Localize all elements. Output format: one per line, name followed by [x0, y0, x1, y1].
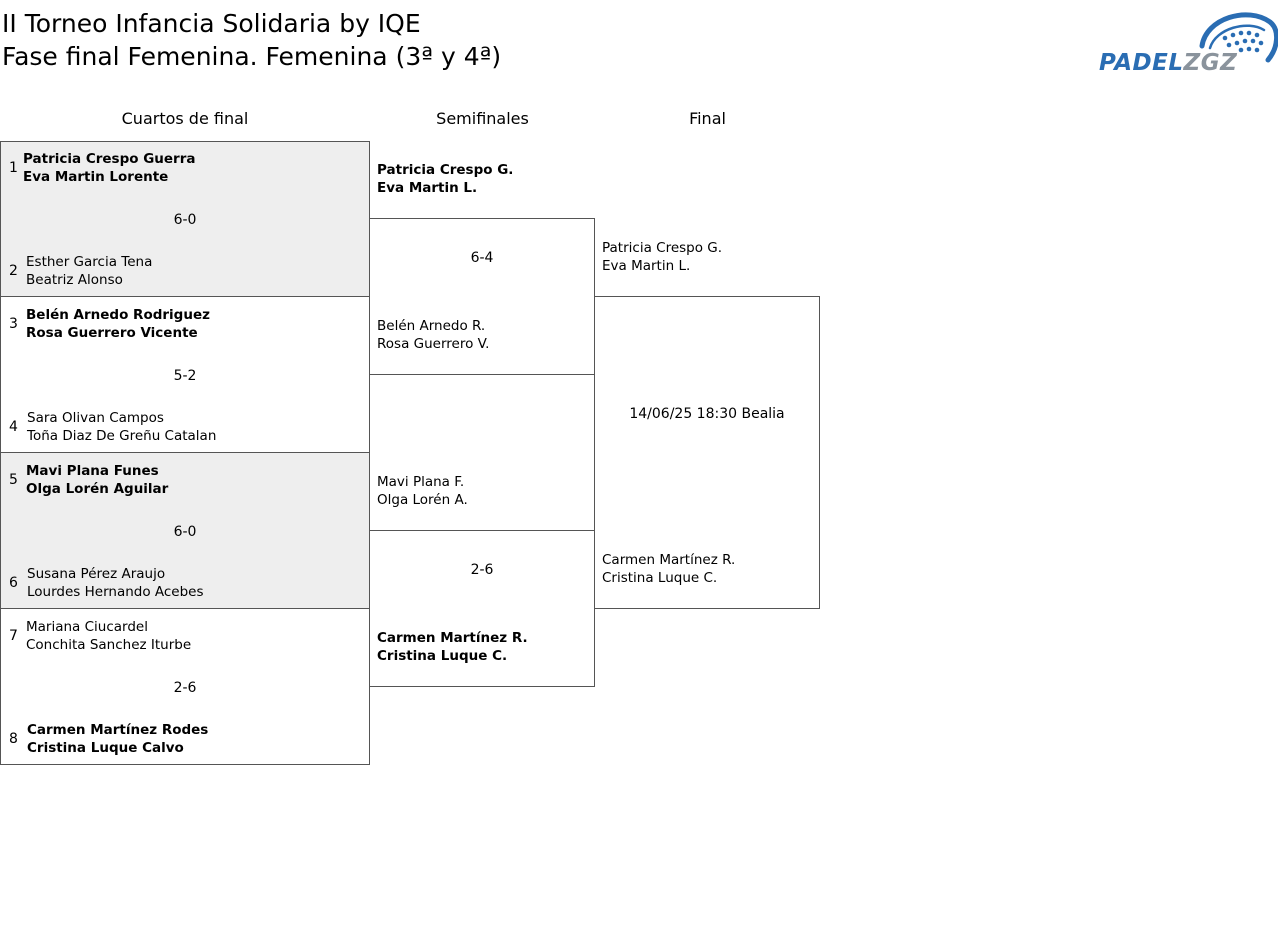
player-name: Eva Martin Lorente	[23, 169, 169, 185]
player-name: Carmen Martínez R.	[602, 552, 736, 568]
player-name: Conchita Sanchez Iturbe	[26, 637, 192, 653]
player-name: Lourdes Hernando Acebes	[27, 584, 204, 600]
match-score: 6-0	[173, 212, 197, 228]
tournament-title: II Torneo Infancia Solidaria by IQE	[2, 9, 421, 38]
team-pair-winner[interactable]: Belén Arnedo Rodriguez Rosa Guerrero Vic…	[26, 306, 210, 342]
match-score: 6-4	[470, 250, 494, 266]
final-match: 14/06/25 18:30 Bealia Carmen Martínez R.…	[594, 296, 820, 609]
semifinal-match-2: 2-6 Carmen Martínez R. Cristina Luque C.	[369, 530, 595, 687]
quarterfinal-match-2: 3 Belén Arnedo Rodriguez Rosa Guerrero V…	[0, 296, 370, 453]
team-pair[interactable]: Sara Olivan Campos Toña Diaz De Greñu Ca…	[27, 409, 216, 445]
quarterfinal-match-4: 7 Mariana Ciucardel Conchita Sanchez Itu…	[0, 608, 370, 765]
player-name: Carmen Martínez R.	[377, 630, 528, 646]
player-name: Belén Arnedo R.	[377, 318, 486, 334]
seed-number: 8	[9, 731, 18, 747]
player-name: Olga Lorén A.	[377, 492, 468, 508]
player-name: Cristina Luque Calvo	[27, 740, 184, 756]
player-name: Esther Garcia Tena	[26, 254, 153, 270]
match-score: 5-2	[173, 368, 197, 384]
team-pair-winner[interactable]: Carmen Martínez Rodes Cristina Luque Cal…	[27, 721, 208, 757]
match-schedule: 14/06/25 18:30 Bealia	[629, 406, 785, 422]
player-name: Eva Martin L.	[602, 258, 691, 274]
seed-number: 2	[9, 263, 18, 279]
seed-number: 5	[9, 472, 18, 488]
round-header-semifinals: Semifinales	[436, 109, 529, 128]
semifinal-1-team-a[interactable]: Patricia Crespo G. Eva Martin L.	[377, 161, 513, 197]
final-team-a[interactable]: Patricia Crespo G. Eva Martin L.	[602, 239, 722, 275]
round-header-final: Final	[689, 109, 726, 128]
player-name: Mariana Ciucardel	[26, 619, 148, 635]
player-name: Rosa Guerrero Vicente	[26, 325, 198, 341]
phase-title: Fase final Femenina. Femenina (3ª y 4ª)	[2, 42, 502, 71]
match-score: 2-6	[173, 680, 197, 696]
player-name: Olga Lorén Aguilar	[26, 481, 169, 497]
player-name: Toña Diaz De Greñu Catalan	[27, 428, 217, 444]
player-name: Cristina Luque C.	[377, 648, 508, 664]
final-team-b[interactable]: Carmen Martínez R. Cristina Luque C.	[602, 551, 735, 587]
semifinal-2-team-a[interactable]: Mavi Plana F. Olga Lorén A.	[377, 473, 468, 509]
player-name: Patricia Crespo Guerra	[23, 151, 196, 167]
team-pair[interactable]: Mariana Ciucardel Conchita Sanchez Iturb…	[26, 618, 191, 654]
player-name: Mavi Plana Funes	[26, 463, 159, 479]
seed-number: 6	[9, 575, 18, 591]
player-name: Carmen Martínez Rodes	[27, 722, 209, 738]
team-pair-winner[interactable]: Patricia Crespo Guerra Eva Martin Lorent…	[23, 150, 196, 186]
semifinal-1-team-b[interactable]: Belén Arnedo R. Rosa Guerrero V.	[377, 317, 489, 353]
player-name: Rosa Guerrero V.	[377, 336, 490, 352]
seed-number: 4	[9, 419, 18, 435]
team-pair-winner[interactable]: Mavi Plana Funes Olga Lorén Aguilar	[26, 462, 168, 498]
player-name: Sara Olivan Campos	[27, 410, 164, 426]
quarterfinal-match-3: 5 Mavi Plana Funes Olga Lorén Aguilar 6-…	[0, 452, 370, 609]
seed-number: 1	[9, 160, 18, 176]
player-name: Belén Arnedo Rodriguez	[26, 307, 210, 323]
padel-ball-icon	[1199, 12, 1278, 63]
player-name: Cristina Luque C.	[602, 570, 718, 586]
team-pair[interactable]: Esther Garcia Tena Beatriz Alonso	[26, 253, 152, 289]
player-name: Susana Pérez Araujo	[27, 566, 166, 582]
quarterfinal-match-1: 1 Patricia Crespo Guerra Eva Martin Lore…	[0, 141, 370, 297]
padelzgz-logo: PADELZGZ	[1099, 12, 1278, 74]
semifinal-match-1: 6-4 Belén Arnedo R. Rosa Guerrero V.	[369, 218, 595, 375]
player-name: Patricia Crespo G.	[377, 162, 514, 178]
team-pair[interactable]: Susana Pérez Araujo Lourdes Hernando Ace…	[27, 565, 204, 601]
seed-number: 3	[9, 316, 18, 332]
semifinal-2-team-b[interactable]: Carmen Martínez R. Cristina Luque C.	[377, 629, 528, 665]
player-name: Patricia Crespo G.	[602, 240, 723, 256]
logo-wordmark: PADELZGZ	[1099, 50, 1238, 74]
player-name: Mavi Plana F.	[377, 474, 465, 490]
player-name: Eva Martin L.	[377, 180, 478, 196]
seed-number: 7	[9, 628, 18, 644]
round-header-quarterfinals: Cuartos de final	[121, 109, 249, 128]
match-score: 2-6	[470, 562, 494, 578]
player-name: Beatriz Alonso	[26, 272, 123, 288]
match-score: 6-0	[173, 524, 197, 540]
